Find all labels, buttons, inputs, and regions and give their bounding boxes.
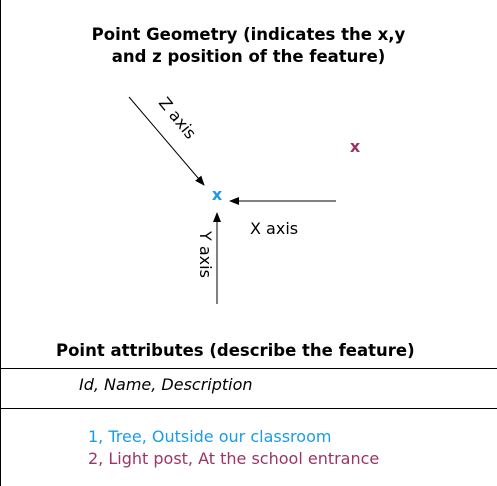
diagram-title: Point Geometry (indicates the x,y and z …	[0, 24, 497, 68]
point-geometry-diagram: x x Z axis X axis Y axis	[128, 93, 361, 304]
x-axis-label: X axis	[250, 219, 298, 238]
z-axis-arrow	[128, 96, 205, 186]
title-line-2: and z position of the feature)	[111, 47, 386, 66]
divider-line-bottom	[0, 408, 497, 409]
y-axis-label: Y axis	[196, 230, 215, 278]
point-marker: x	[212, 185, 223, 204]
second-point-marker: x	[350, 137, 361, 156]
attribute-record-1: 1, Tree, Outside our classroom	[88, 427, 332, 446]
divider-line-top	[0, 368, 497, 369]
attribute-record-2: 2, Light post, At the school entrance	[88, 449, 380, 468]
attribute-fields-header: Id, Name, Description	[79, 375, 253, 394]
title-line-1: Point Geometry (indicates the x,y	[91, 25, 406, 44]
attributes-heading: Point attributes (describe the feature)	[56, 341, 415, 360]
left-border-line	[0, 0, 1, 486]
